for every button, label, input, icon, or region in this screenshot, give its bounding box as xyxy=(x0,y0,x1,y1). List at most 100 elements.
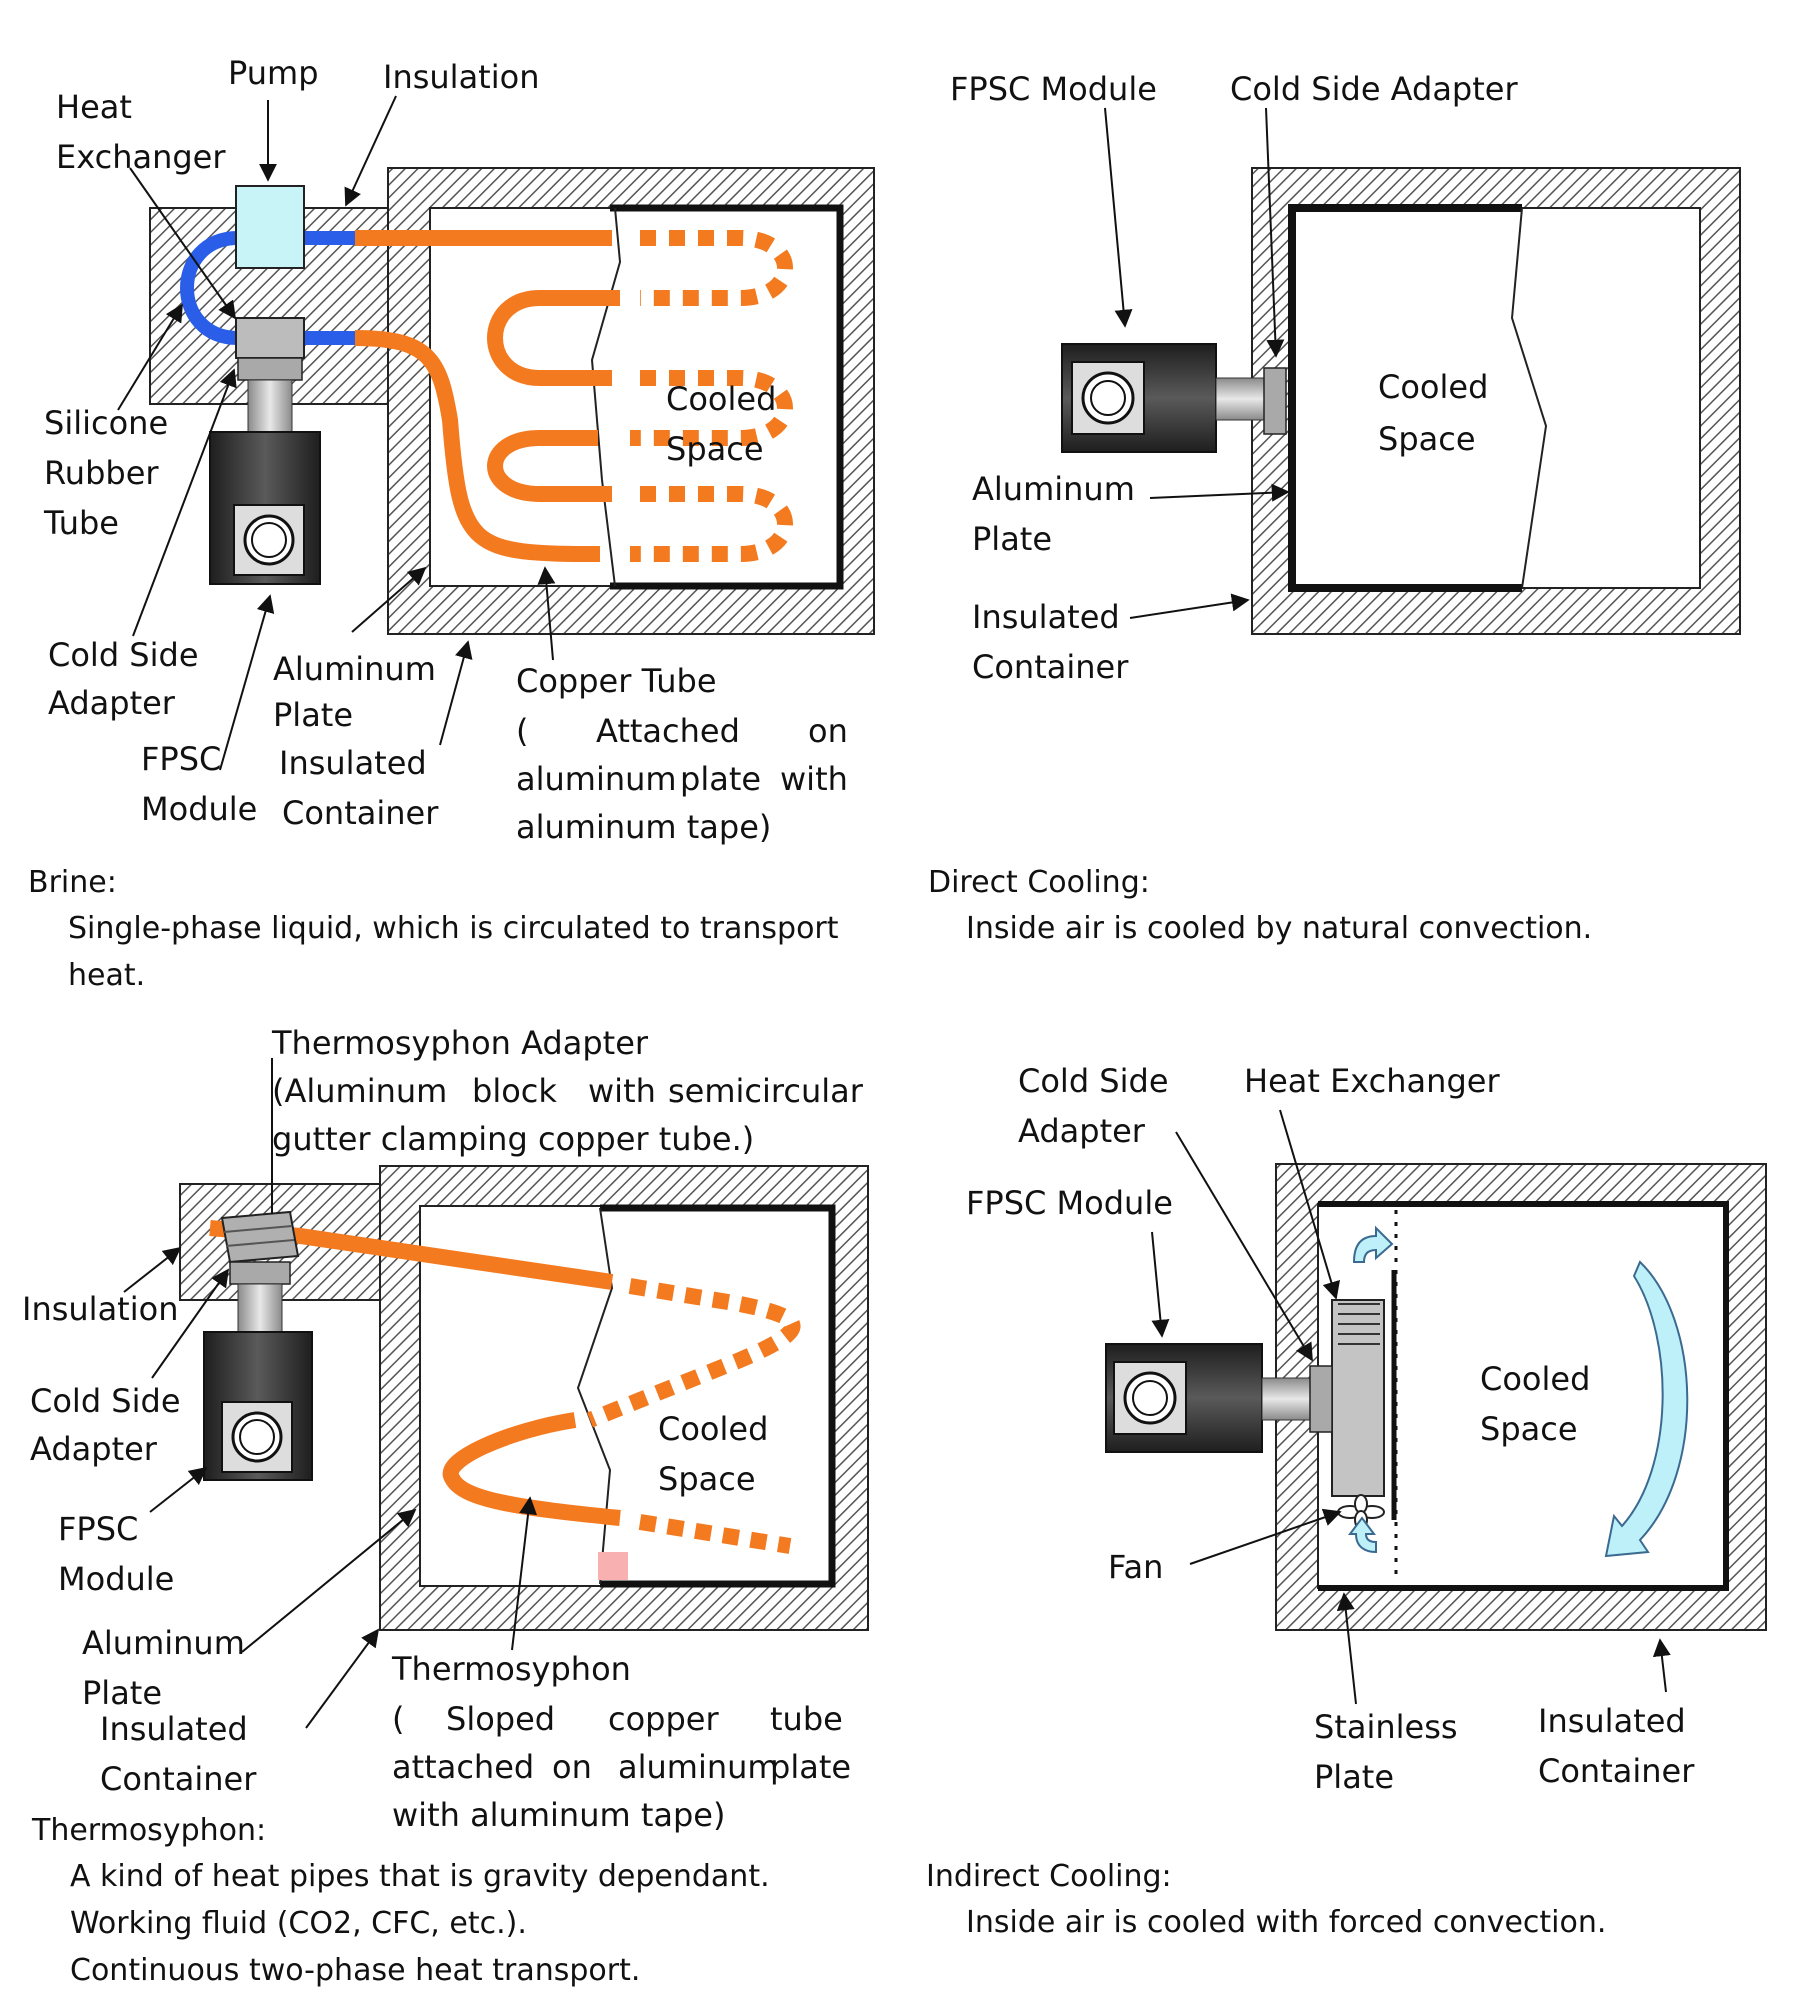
indirect-stainless-plate xyxy=(1318,1201,1729,1591)
indirect-heat-exchanger xyxy=(1331,1299,1385,1497)
thermo-label-cold-side-2: Adapter xyxy=(30,1430,158,1468)
direct-label-cold-side: Cold Side Adapter xyxy=(1230,70,1518,108)
brine-label-silicone: Silicone xyxy=(44,404,168,442)
indirect-label-cooled: Cooled xyxy=(1480,1360,1590,1398)
brine-label-cooled-2: Space xyxy=(666,430,764,468)
brine-label-copper-4: aluminum tape) xyxy=(516,808,771,846)
brine-heat-exchanger xyxy=(235,317,305,359)
brine-label-cold-side-2: Adapter xyxy=(48,684,176,722)
brine-panel: Pump Insulation Heat Exchanger Silicone … xyxy=(28,54,875,993)
indirect-circulation-arrow-icon xyxy=(1604,1260,1689,1558)
brine-label-copper-3a: aluminum xyxy=(516,760,677,798)
thermo-label-cold-side: Cold Side xyxy=(30,1382,181,1420)
thermo-label-adapter: Thermosyphon Adapter xyxy=(271,1024,649,1062)
indirect-caption-title: Indirect Cooling: xyxy=(926,1859,1172,1894)
indirect-module-shaft xyxy=(1261,1377,1311,1421)
brine-label-silicone-2: Rubber xyxy=(44,454,159,492)
indirect-label-cooled-2: Space xyxy=(1480,1410,1578,1448)
brine-cutaway-line xyxy=(590,207,622,587)
thermo-label-ts-3d: plate xyxy=(770,1748,851,1786)
thermo-label-ts-2d: tube xyxy=(770,1700,843,1738)
brine-label-fpsc: FPSC xyxy=(141,740,221,778)
brine-label-copper-3b: plate xyxy=(680,760,761,798)
indirect-airflow-up-icon xyxy=(1352,1225,1394,1263)
direct-label-cooled: Cooled xyxy=(1378,368,1488,406)
brine-aluminum-plate xyxy=(610,204,844,590)
brine-label-silicone-3: Tube xyxy=(43,504,119,542)
thermo-label-insulation: Insulation xyxy=(22,1290,178,1328)
direct-label-cooled-2: Space xyxy=(1378,420,1476,458)
indirect-cooled-space xyxy=(1317,1203,1727,1589)
brine-cold-side-adapter xyxy=(237,357,303,381)
thermo-label-ts-2a: ( xyxy=(392,1700,404,1738)
thermo-label-aluminum: Aluminum xyxy=(82,1624,245,1662)
indirect-heat-exchanger-fins xyxy=(1338,1303,1380,1345)
thermo-copper-tube-loop xyxy=(442,1412,621,1526)
brine-label-copper-tube: Copper Tube xyxy=(516,662,717,700)
thermo-label-fpsc-2: Module xyxy=(58,1560,174,1598)
direct-caption-title: Direct Cooling: xyxy=(928,865,1150,900)
brine-label-cold-side: Cold Side xyxy=(48,636,199,674)
brine-copper-tube-loop2 xyxy=(487,430,612,502)
brine-caption-title: Brine: xyxy=(28,865,117,900)
direct-cutaway-line xyxy=(1510,207,1548,589)
thermo-caption-line2: Working fluid (CO2, CFC, etc.). xyxy=(70,1906,527,1941)
thermo-label-ts-2b: Sloped xyxy=(446,1700,555,1738)
thermo-label-ts-3c: aluminum xyxy=(618,1748,779,1786)
brine-label-insulated: Insulated xyxy=(279,744,427,782)
thermo-caption-line1: A kind of heat pipes that is gravity dep… xyxy=(70,1859,770,1894)
thermo-label-cooled-2: Space xyxy=(658,1460,756,1498)
indirect-label-cold-side: Cold Side xyxy=(1018,1062,1169,1100)
direct-caption-line1: Inside air is cooled by natural convecti… xyxy=(966,911,1592,946)
thermo-adapter-block xyxy=(220,1210,300,1264)
indirect-caption-line1: Inside air is cooled with forced convect… xyxy=(966,1905,1606,1940)
indirect-label-stainless: Stainless xyxy=(1314,1708,1458,1746)
brine-label-copper-2a: ( xyxy=(516,712,528,750)
thermo-label-ts-3b: on xyxy=(552,1748,592,1786)
thermo-label-ts-3a: attached xyxy=(392,1748,534,1786)
thermo-caption-line3: Continuous two-phase heat transport. xyxy=(70,1953,640,1988)
brine-caption-line2: heat. xyxy=(68,958,145,993)
thermo-copper-hidden xyxy=(587,1278,801,1554)
thermo-module-shaft xyxy=(237,1283,283,1337)
thermo-label-adapter-2b: block xyxy=(472,1072,557,1110)
direct-module-shaft xyxy=(1215,377,1265,421)
indirect-cooling-panel: Cold Side Adapter Heat Exchanger FPSC Mo… xyxy=(926,1062,1767,1940)
brine-label-copper-2c: on xyxy=(808,712,848,750)
brine-label-aluminum-2: Plate xyxy=(273,696,353,734)
indirect-label-heat-exchanger: Heat Exchanger xyxy=(1244,1062,1500,1100)
brine-label-cooled: Cooled xyxy=(666,380,776,418)
direct-cooled-space xyxy=(1291,207,1701,589)
brine-copper-tube-return xyxy=(354,330,601,562)
thermo-label-adapter-2c: with xyxy=(588,1072,656,1110)
brine-label-aluminum: Aluminum xyxy=(273,650,436,688)
brine-copper-hidden xyxy=(630,230,793,562)
thermo-caption-title: Thermosyphon: xyxy=(31,1813,266,1848)
direct-label-insulated: Insulated xyxy=(972,598,1120,636)
brine-module-shaft xyxy=(247,379,293,437)
brine-caption-line1: Single-phase liquid, which is circulated… xyxy=(68,911,839,946)
indirect-label-fpsc: FPSC Module xyxy=(966,1184,1173,1222)
thermo-label-cooled: Cooled xyxy=(658,1410,768,1448)
indirect-label-insulated: Insulated xyxy=(1538,1702,1686,1740)
indirect-label-insulated-2: Container xyxy=(1538,1752,1695,1790)
brine-label-fpsc-2: Module xyxy=(141,790,257,828)
brine-label-copper-3c: with xyxy=(780,760,848,798)
indirect-airflow-return-icon xyxy=(1348,1516,1377,1554)
direct-label-insulated-2: Container xyxy=(972,648,1129,686)
thermo-label-adapter-3: gutter clamping copper tube.) xyxy=(272,1120,754,1158)
thermo-label-adapter-2a: (Aluminum xyxy=(272,1072,447,1110)
brine-silicone-tube-loop xyxy=(180,231,245,345)
brine-label-heat-exchanger-2: Exchanger xyxy=(56,138,226,176)
brine-label-heat-exchanger: Heat xyxy=(56,88,132,126)
direct-label-aluminum: Aluminum xyxy=(972,470,1135,508)
thermo-label-aluminum-2: Plate xyxy=(82,1674,162,1712)
brine-label-insulation: Insulation xyxy=(383,58,539,96)
direct-cooling-panel: FPSC Module Cold Side Adapter Cooled Spa… xyxy=(928,70,1741,946)
thermo-label-insulated: Insulated xyxy=(100,1710,248,1748)
indirect-label-stainless-2: Plate xyxy=(1314,1758,1394,1796)
indirect-label-fan: Fan xyxy=(1108,1548,1163,1586)
indirect-label-cold-side-2: Adapter xyxy=(1018,1112,1146,1150)
